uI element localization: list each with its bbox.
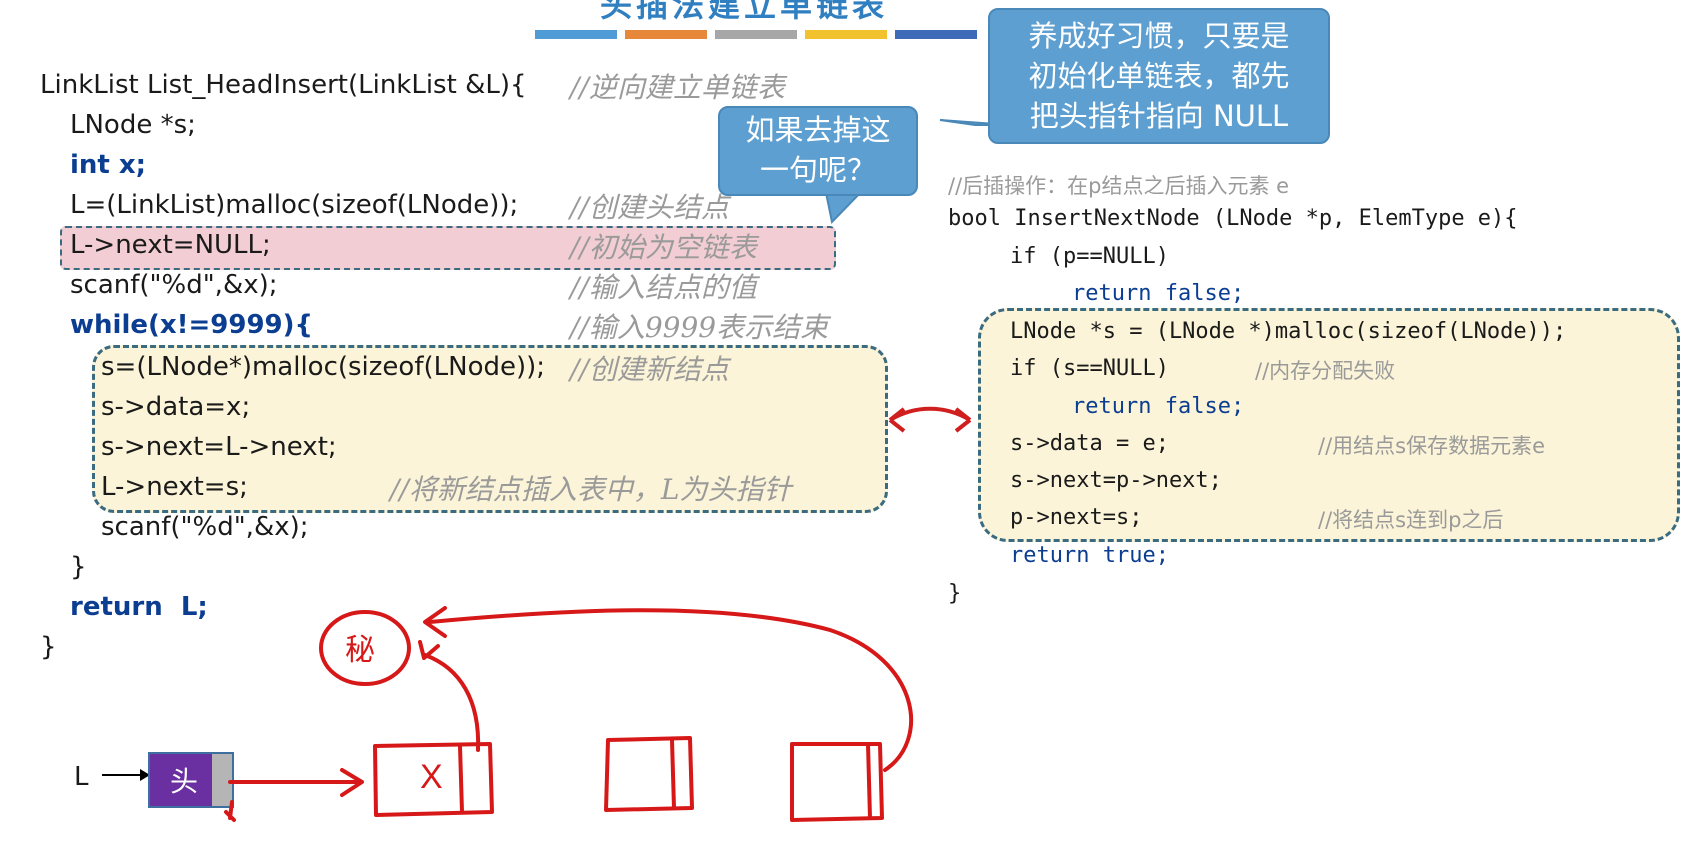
- pointer-label: L: [74, 762, 89, 792]
- code-line: return false;: [1072, 394, 1245, 419]
- code-comment: //逆向建立单链表: [570, 71, 785, 104]
- null-mark: [224, 800, 236, 822]
- code-line: s->next=p->next;: [1010, 468, 1222, 493]
- code-comment: //输入结点的值: [570, 271, 757, 304]
- code-line: L->next=NULL;: [70, 230, 271, 260]
- title-bar-1: [535, 30, 617, 39]
- code-line: bool InsertNextNode (LNode *p, ElemType …: [948, 206, 1518, 231]
- code-line: LNode *s = (LNode *)malloc(sizeof(LNode)…: [1010, 319, 1567, 344]
- code-comment: //创建新结点: [570, 353, 729, 386]
- title-bar-2: [625, 30, 707, 39]
- code-line: LNode *s;: [70, 110, 196, 140]
- head-node-pointer-field: [212, 754, 232, 806]
- code-line: while(x!=9999){: [70, 310, 314, 340]
- code-line: LinkList List_HeadInsert(LinkList &L){: [40, 70, 527, 100]
- code-line: return L;: [70, 592, 208, 622]
- title-underline-bars: [535, 30, 977, 40]
- code-comment: //初始为空链表: [570, 231, 757, 264]
- code-comment: //内存分配失败: [1255, 359, 1396, 383]
- code-line: scanf("%d",&x);: [70, 270, 278, 300]
- code-line: scanf("%d",&x);: [101, 512, 309, 542]
- code-line: return true;: [1010, 543, 1169, 568]
- highlight-insert-block-right: [978, 308, 1680, 542]
- code-line: L=(LinkList)malloc(sizeof(LNode));: [70, 190, 519, 220]
- code-line: }: [70, 552, 87, 582]
- code-line: s=(LNode*)malloc(sizeof(LNode));: [101, 352, 546, 382]
- title-bar-4: [805, 30, 887, 39]
- circle-node: [319, 610, 411, 686]
- highlight-init-null: [60, 226, 836, 270]
- title-bar-3: [715, 30, 797, 39]
- code-line: if (s==NULL): [1010, 356, 1169, 381]
- arrow-node3-to-circle: [428, 608, 914, 772]
- code-line: s->data=x;: [101, 392, 251, 422]
- callout-bubble-good-habit: 养成好习惯，只要是 初始化单链表，都先 把头指针指向 NULL: [988, 8, 1330, 144]
- highlight-insert-block-left: [92, 345, 888, 513]
- code-line: }: [948, 581, 962, 606]
- code-comment: //将结点s连到p之后: [1318, 508, 1504, 532]
- head-node: 头: [148, 752, 234, 808]
- code-comment: //创建头结点: [570, 191, 729, 224]
- arrow-right-icon: [102, 769, 150, 781]
- code-line: s->data = e;: [1010, 431, 1169, 456]
- code-line: if (p==NULL): [1010, 244, 1169, 269]
- node2-box: [604, 736, 694, 812]
- code-line: L->next=s;: [101, 472, 248, 502]
- code-comment: //用结点s保存数据元素e: [1318, 434, 1546, 458]
- code-line: p->next=s;: [1010, 505, 1143, 530]
- head-node-label: 头: [169, 765, 198, 798]
- arrow-node1-to-circle: [423, 653, 481, 752]
- code-line: int x;: [70, 150, 147, 180]
- callout-bubble-remove-question: 如果去掉这 一句呢？: [718, 106, 918, 196]
- code-line: s->next=L->next;: [101, 432, 337, 462]
- title-bar-5: [895, 30, 977, 39]
- double-arrow-icon: [888, 406, 972, 433]
- code-line: return false;: [1072, 281, 1245, 306]
- page-title: 头插法建立单链表: [600, 0, 889, 24]
- code-line: }: [40, 632, 57, 662]
- node1-box: [373, 742, 494, 817]
- node1-label: X: [420, 758, 443, 796]
- code-comment: //输入9999表示结束: [570, 311, 829, 344]
- circle-node-label: 秘: [345, 633, 375, 668]
- code-comment: //后插操作：在p结点之后插入元素 e: [948, 174, 1290, 198]
- node3-box: [790, 742, 884, 822]
- code-comment: //将新结点插入表中，L为头指针: [390, 473, 792, 506]
